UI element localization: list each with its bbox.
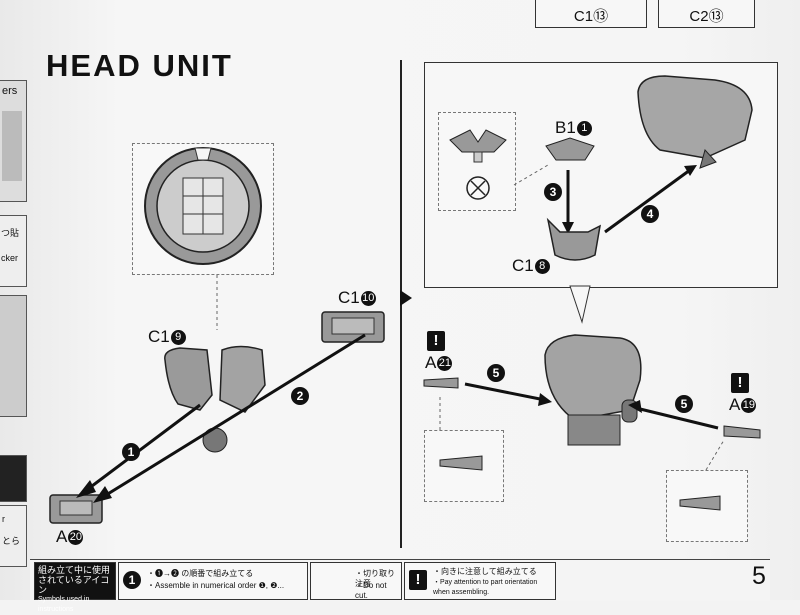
head-assembled: [544, 334, 642, 446]
legend-orient-en2: when assembling.: [433, 589, 490, 596]
part-name: C1: [148, 327, 170, 346]
top-part-box-c1: C1⑬: [535, 0, 647, 28]
assembly-illustration: [49, 75, 761, 593]
section-pointer: [400, 290, 412, 306]
part-number: 9: [170, 330, 186, 346]
legend-orient-en: ・Pay attention to part orientation: [433, 579, 538, 586]
part-name: A: [729, 395, 741, 414]
arrowhead: [76, 480, 96, 498]
top-part-box-c2: C2⑬: [658, 0, 755, 28]
part-name: B1: [555, 118, 576, 137]
page-title: HEAD UNIT: [46, 48, 233, 83]
legend-title-jp: 組み立て中に使用: [38, 565, 111, 575]
arrowhead: [93, 486, 112, 503]
part-number: 8: [534, 259, 550, 275]
callout-notch: [569, 285, 591, 324]
legend-title-en: Symbols used in instructions: [38, 596, 90, 613]
arrowhead: [684, 165, 697, 176]
legend-orient-jp: ・向きに注意して組み立てる: [433, 567, 537, 576]
left-tab-text: ers: [2, 85, 18, 97]
step-badge-2: 2: [291, 387, 309, 405]
part-a19-pin: [723, 425, 761, 439]
part-c18: [546, 217, 601, 261]
symbol-legend: 組み立て中に使用 されているアイコン Symbols used in instr…: [30, 559, 770, 613]
page-number: 5: [752, 562, 766, 590]
leader-line: [513, 164, 549, 186]
part-a21-pin: [423, 377, 459, 389]
leader-line: [705, 439, 725, 471]
left-tab-1: ers: [0, 80, 27, 202]
step-badge-3: 3: [544, 183, 562, 201]
legend-title-jp: されているアイコン: [38, 575, 110, 595]
part-a19-detail: [679, 495, 721, 511]
part-c110: [321, 311, 385, 343]
part-a21-detail: [439, 455, 483, 471]
top-part-label: C2⑬: [689, 8, 724, 25]
part-spike-small: [449, 129, 507, 200]
left-tab-text: つ貼: [1, 228, 20, 238]
subassembly-assembled: [637, 75, 753, 169]
left-tab-image: [2, 111, 22, 181]
arrow-step-4: [604, 168, 691, 234]
part-name: C1: [512, 256, 534, 275]
left-index-tabs: ers つ貼 cker r とら: [0, 75, 30, 595]
part-c19-shell: [164, 345, 266, 453]
left-tab-text: cker: [1, 253, 19, 263]
arrowhead: [538, 393, 552, 406]
step-badge-4: 4: [641, 205, 659, 223]
legend-orientation: ! ・向きに注意して組み立てる ・Pay attention to part o…: [404, 562, 556, 600]
legend-order-jp: ・❶→❷ の順番で組み立てる: [147, 569, 254, 578]
arrow-step-5-right: [635, 406, 719, 430]
left-tab-4: [0, 455, 27, 502]
part-a20: [49, 494, 103, 524]
part-number: 20: [68, 530, 84, 546]
legend-cut-en: ・Do not cut.: [355, 581, 387, 600]
part-name: C1: [338, 288, 360, 307]
part-b11: [545, 137, 595, 161]
part-name: A: [425, 353, 437, 372]
step-badge-1: 1: [122, 443, 140, 461]
left-tab-5: r とら: [0, 505, 27, 567]
exclamation-icon: !: [731, 373, 749, 393]
arrow-step-2: [97, 333, 366, 502]
head-shell-top-view: [144, 147, 262, 265]
legend-cut: ・切り取り注意 ・Do not cut.: [310, 562, 402, 600]
legend-order-en: ・Assemble in numerical order ❶, ❷...: [147, 581, 285, 590]
step-badge-5-left: 5: [487, 364, 505, 382]
legend-order: 1 ・❶→❷ の順番で組み立てる ・Assemble in numerical …: [118, 562, 308, 600]
arrow-step-5-left: [464, 382, 546, 402]
part-number: 19: [741, 398, 757, 414]
exclamation-icon: !: [409, 570, 427, 590]
arrowhead: [628, 400, 642, 413]
exclamation-icon: !: [427, 331, 445, 351]
part-name: A: [56, 527, 68, 546]
top-part-label: C1⑬: [573, 8, 609, 25]
part-number: 21: [437, 356, 453, 372]
legend-cut-jp: ・切り取り注意: [355, 569, 395, 588]
left-tab-2: つ貼 cker: [0, 215, 27, 287]
arrowhead: [562, 222, 574, 234]
step-number-icon: 1: [123, 571, 141, 589]
arrow-step-1: [79, 403, 201, 497]
left-tab-3: [0, 295, 27, 417]
left-tab-text: r: [2, 514, 5, 524]
step-badge-5-right: 5: [675, 395, 693, 413]
part-number: 1: [576, 121, 592, 137]
part-number: 10: [360, 291, 376, 307]
left-tab-text: とら: [2, 536, 21, 546]
legend-title-box: 組み立て中に使用 されているアイコン Symbols used in instr…: [34, 562, 116, 613]
